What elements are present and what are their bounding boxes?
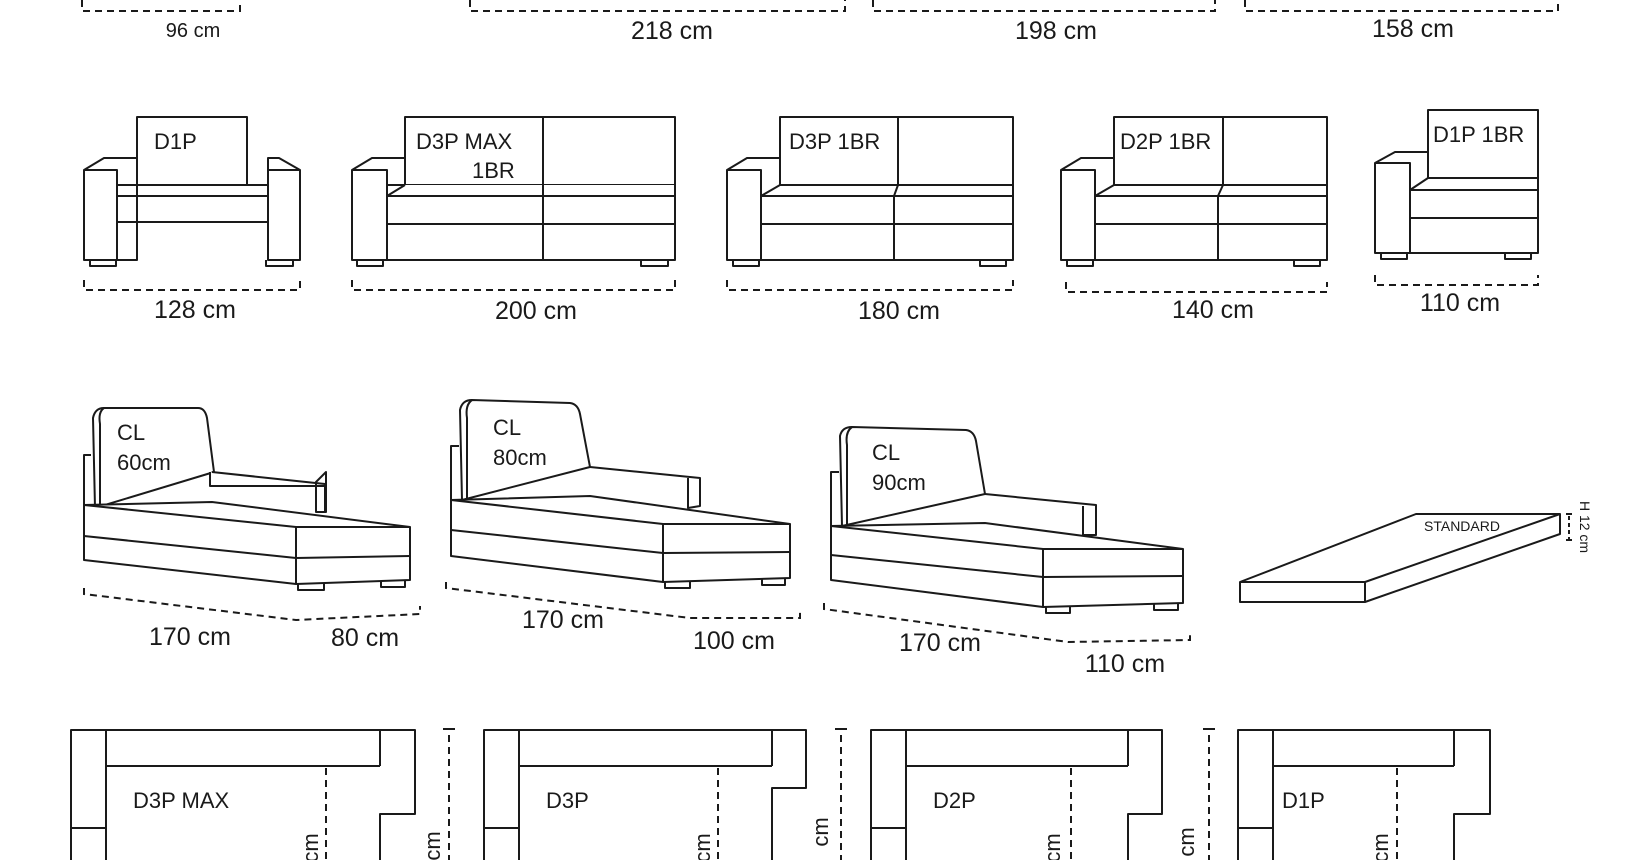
topview-d3p: D3P cm cm: [483, 728, 847, 863]
module-d2p-1br: D2P 1BR 140 cm: [1060, 116, 1328, 324]
dim-width: 140 cm: [1172, 296, 1254, 324]
dim-width: 180 cm: [858, 297, 940, 325]
dim-inner: cm: [298, 833, 323, 860]
module-d1p-1br: D1P 1BR 110 cm: [1374, 109, 1539, 317]
module-label: D3P MAX: [416, 129, 513, 154]
topview-d2p: D2P cm cm: [870, 728, 1215, 863]
dim-top-1: 96 cm: [166, 20, 220, 42]
top-row: 96 cm 218 cm 198 cm 158 cm: [81, 0, 1559, 45]
dim-length: 170 cm: [899, 629, 981, 657]
dim-line-footprint: [445, 582, 801, 619]
dim-top-2: 218 cm: [631, 17, 713, 45]
module-label: D1P: [154, 129, 197, 154]
dim-width: 128 cm: [154, 296, 236, 324]
module-label: D2P 1BR: [1120, 129, 1211, 154]
mattress-height: H 12 cm: [1577, 501, 1593, 553]
dim-outer: cm: [420, 831, 445, 860]
dim-line-footprint: [83, 588, 421, 622]
dim-inner: cm: [1040, 833, 1065, 860]
mattress-label: STANDARD: [1424, 518, 1500, 534]
dim-depth: 110 cm: [1085, 650, 1165, 678]
topview-d3p-max: D3P MAX cm cm: [70, 728, 455, 863]
module-label: D2P: [933, 788, 976, 813]
dim-line-width: [1065, 282, 1328, 293]
dim-width: 200 cm: [495, 297, 577, 325]
dim-depth: 80 cm: [331, 624, 399, 652]
dim-length: 170 cm: [522, 606, 604, 634]
dim-top-4: 158 cm: [1372, 15, 1454, 43]
dim-inner: cm: [1368, 833, 1393, 860]
module-label: D1P: [1282, 788, 1325, 813]
dim-line-width: [351, 280, 676, 291]
dim-length: 170 cm: [149, 623, 231, 651]
dim-top-3: 198 cm: [1015, 17, 1097, 45]
mattress-standard: STANDARD H 12 cm: [1239, 501, 1593, 603]
dim-width: 110 cm: [1420, 289, 1500, 317]
dim-line-top-2: [469, 0, 846, 12]
dim-inner: cm: [690, 833, 715, 860]
dim-line-width: [726, 280, 1014, 291]
module-label-2: 1BR: [472, 158, 515, 183]
module-d1p: D1P 128 cm: [83, 116, 301, 324]
dim-line-top-3: [872, 0, 1216, 12]
module-label: CL: [493, 415, 521, 440]
module-cl-80: CL 80cm 170 cm 100 cm: [445, 399, 801, 655]
module-cl-60: CL 60cm 170 cm 80 cm: [83, 407, 421, 652]
module-size: 60cm: [117, 450, 171, 475]
dim-line-width: [1374, 275, 1539, 286]
dim-line-footprint: [823, 603, 1191, 644]
dim-line-top-4: [1244, 0, 1559, 12]
dim-outer: cm: [808, 817, 833, 846]
dim-line-width: [83, 280, 301, 291]
module-d3p-1br: D3P 1BR 180 cm: [726, 116, 1014, 325]
module-size: 80cm: [493, 445, 547, 470]
module-size: 90cm: [872, 470, 926, 495]
dim-line-top-1: [81, 0, 241, 12]
topview-d1p: D1P cm: [1237, 729, 1491, 863]
module-label: CL: [117, 420, 145, 445]
dim-outer: cm: [1174, 827, 1199, 856]
dim-depth: 100 cm: [693, 627, 775, 655]
module-label: D1P 1BR: [1433, 122, 1524, 147]
module-label: CL: [872, 440, 900, 465]
module-label: D3P 1BR: [789, 129, 880, 154]
module-d3p-max-1br: D3P MAX 1BR 200 cm: [351, 116, 676, 325]
module-label: D3P: [546, 788, 589, 813]
module-cl-90: CL 90cm 170 cm 110 cm: [823, 426, 1191, 678]
module-label: D3P MAX: [133, 788, 230, 813]
